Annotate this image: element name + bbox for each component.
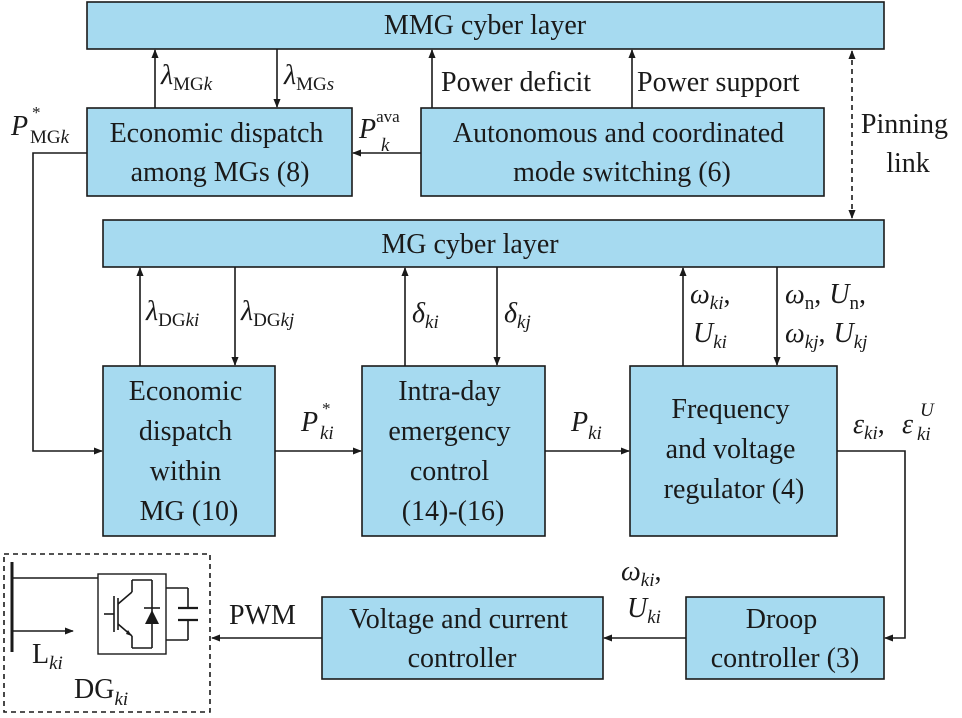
arrow-epsilon <box>837 450 906 642</box>
label-power-deficit: Power deficit <box>441 67 591 98</box>
label-p-ki: Pki <box>570 407 602 444</box>
intraday-emergency-control-label: Intra-day emergency control (14)-(16) <box>388 376 517 527</box>
droop-controller-label: Droop controller (3) <box>711 604 860 674</box>
economic-dispatch-within-mg-label: Economic dispatch within MG (10) <box>129 376 250 527</box>
mmg-cyber-layer-box <box>86 1 885 50</box>
label-pwm: PWM <box>229 600 296 631</box>
label-delta-ki: δki <box>412 298 439 333</box>
intraday-emergency-control-box <box>361 365 546 537</box>
label-dg-ki: DGki <box>74 674 128 710</box>
mg-cyber-layer-label: MG cyber layer <box>381 229 559 260</box>
mmg-cyber-layer-label: MMG cyber layer <box>384 10 587 41</box>
label-lambda-dgkj: λDGkj <box>240 296 294 331</box>
label-omega-ki-droop: ωki, <box>621 556 662 591</box>
dg-circuit-symbol <box>10 562 198 655</box>
label-u-ki: Uki <box>693 318 727 353</box>
label-omega-n-u-n: ωn,Un, <box>785 279 866 314</box>
label-power-support: Power support <box>637 67 800 98</box>
voltage-current-controller-box <box>321 596 604 680</box>
label-l-ki: Lki <box>32 639 63 674</box>
label-omega-kj-u-kj: ωkj,Ukj <box>785 318 867 353</box>
label-u-ki-droop: Uki <box>627 593 661 628</box>
label-pinning-link: Pinning link <box>861 109 955 179</box>
dg-circuit-box <box>3 553 211 713</box>
autonomous-mode-switching-box <box>420 107 825 197</box>
mg-cyber-layer-box <box>102 219 885 268</box>
label-lambda-mgs: λMGs <box>283 60 334 95</box>
economic-dispatch-within-mg-box <box>102 365 276 537</box>
voltage-current-controller-label: Voltage and current controller <box>349 604 575 674</box>
label-p-star-ki: P*ki <box>300 399 334 444</box>
arrow-p-star-mgk <box>32 152 103 455</box>
label-omega-ki: ωki, <box>690 279 731 314</box>
economic-dispatch-among-mgs-label: Economic dispatch among MGs (8) <box>110 118 331 188</box>
frequency-voltage-regulator-box <box>629 365 838 537</box>
label-p-star-mgk: P*MGk <box>10 103 70 148</box>
economic-dispatch-among-mgs-box <box>86 107 353 197</box>
autonomous-mode-switching-label: Autonomous and coordinated mode switchin… <box>453 118 791 188</box>
label-delta-kj: δkj <box>504 298 531 333</box>
droop-controller-box <box>685 596 885 680</box>
frequency-voltage-regulator-label: Frequency and voltage regulator (4) <box>664 394 805 505</box>
label-lambda-mgk: λMGk <box>160 60 213 95</box>
label-lambda-dgki: λDGki <box>145 296 199 331</box>
